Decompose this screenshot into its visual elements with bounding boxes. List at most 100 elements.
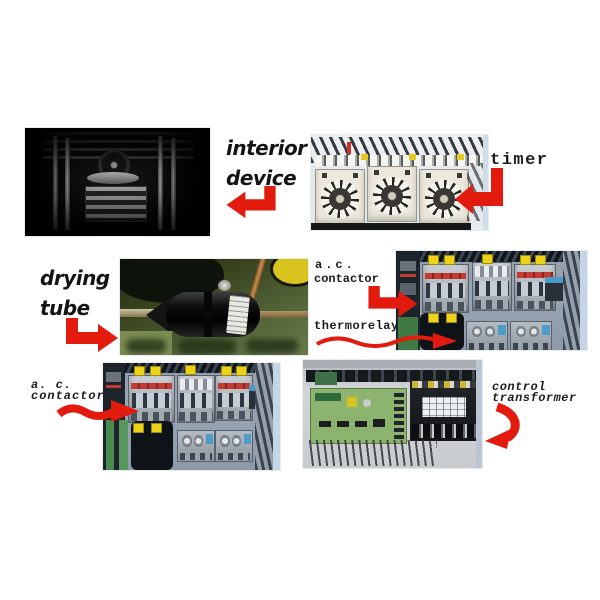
breaker-block bbox=[400, 283, 416, 295]
drying-tube-label-line2: tube bbox=[40, 296, 90, 320]
switch-levers bbox=[425, 282, 466, 298]
contactor-group bbox=[177, 375, 215, 423]
timer-arrow-icon bbox=[455, 168, 503, 214]
timer-photo bbox=[311, 135, 488, 230]
indicator-dot bbox=[374, 170, 379, 175]
yellow-marker bbox=[446, 313, 457, 323]
contactor-group bbox=[472, 262, 512, 311]
red-label-strip bbox=[517, 272, 553, 279]
vertical-rail bbox=[171, 138, 176, 230]
relay-dial bbox=[193, 435, 204, 447]
vertical-rail bbox=[65, 138, 70, 230]
yellow-marker bbox=[444, 255, 455, 265]
contact-screws bbox=[217, 410, 251, 419]
watermark-blur bbox=[246, 339, 298, 353]
pcb-strip bbox=[119, 420, 128, 470]
contactor-group bbox=[422, 264, 469, 313]
tube-label bbox=[226, 295, 250, 335]
ac-contactor-lower-label-line1: a. c. bbox=[31, 378, 73, 392]
red-wire-mark bbox=[347, 142, 351, 154]
pcb-terminal bbox=[315, 393, 341, 401]
indicator-dot bbox=[405, 170, 410, 175]
yellow-marker bbox=[428, 313, 439, 323]
red-mark bbox=[106, 385, 121, 388]
relay-dial bbox=[231, 435, 242, 447]
terminal-rows bbox=[474, 265, 510, 278]
drying-tube-arrow-icon bbox=[66, 318, 118, 352]
blue-selector bbox=[497, 324, 506, 335]
indicator-dot bbox=[322, 173, 327, 178]
timer-knob bbox=[329, 188, 351, 210]
circuit-board bbox=[310, 388, 407, 444]
pcb-edge bbox=[398, 317, 418, 350]
heat-exchanger-tubes bbox=[85, 186, 147, 222]
yellow-marker bbox=[133, 423, 144, 433]
breaker-block bbox=[106, 372, 121, 382]
switch-levers bbox=[180, 393, 212, 409]
flex-conduit bbox=[255, 363, 273, 470]
relay-dial bbox=[484, 326, 495, 338]
pcb-connector bbox=[394, 393, 404, 439]
blue-selector bbox=[243, 434, 251, 445]
ac-contactor-lower-label: a. c. contactor bbox=[31, 378, 105, 403]
cabinet-band bbox=[580, 251, 587, 350]
yellow-marker bbox=[151, 423, 162, 433]
indicator-dot bbox=[457, 173, 462, 178]
pcb-capacitor bbox=[363, 399, 371, 407]
thermal-relay bbox=[215, 430, 253, 462]
control-transformer-label: control transformer bbox=[492, 380, 577, 404]
relay-dial bbox=[471, 326, 483, 338]
red-label-strip bbox=[131, 383, 172, 390]
pcb-ic bbox=[319, 421, 331, 427]
yellow-marker bbox=[409, 154, 416, 160]
interior-device-label: interior device bbox=[226, 133, 307, 193]
control-transformer-label-line1: control bbox=[492, 380, 546, 394]
switch-levers bbox=[218, 392, 250, 407]
pcb-strip bbox=[106, 420, 114, 470]
switch-levers bbox=[517, 282, 553, 297]
relay-terminals bbox=[469, 343, 505, 350]
cabinet-edge bbox=[483, 135, 488, 230]
relay-dial bbox=[515, 326, 527, 338]
vertical-rail bbox=[53, 136, 58, 230]
thermal-relay bbox=[510, 321, 552, 350]
contact-screws bbox=[179, 412, 213, 421]
transformer-terminals-top bbox=[412, 381, 476, 388]
flex-conduit bbox=[563, 251, 580, 350]
relay-dial bbox=[182, 435, 192, 447]
control-transformer-arrow-icon bbox=[485, 403, 520, 449]
thermal-relay bbox=[177, 430, 215, 462]
switch-levers bbox=[475, 280, 509, 296]
yellow-marker bbox=[134, 366, 145, 376]
red-label-strip bbox=[425, 272, 466, 279]
ac-contactor-lower-label-line2: contactor bbox=[31, 389, 105, 403]
vignette bbox=[25, 128, 210, 236]
cabinet-band bbox=[273, 363, 280, 470]
relay-dial bbox=[220, 435, 230, 447]
contact-screws bbox=[516, 300, 554, 309]
drying-tube-label-line1: drying bbox=[40, 266, 110, 290]
pcb-ic bbox=[373, 419, 385, 427]
contact-screws bbox=[130, 412, 173, 421]
yellow-marker bbox=[221, 366, 232, 376]
interior-device-label-line1: interior bbox=[226, 136, 307, 160]
control-transformer-photo bbox=[303, 360, 482, 468]
fan-blade bbox=[87, 172, 139, 184]
aux-device bbox=[545, 277, 567, 301]
transformer-spec-label bbox=[422, 397, 466, 417]
bolt-fitting bbox=[218, 280, 231, 291]
panel-top bbox=[303, 360, 482, 368]
interior-device-photo bbox=[25, 128, 210, 236]
terminal-rows bbox=[179, 378, 213, 390]
ac-contactor-upper-label-line2: contactor bbox=[314, 272, 379, 286]
drying-tube-label: drying tube bbox=[40, 263, 110, 323]
yellow-marker bbox=[150, 366, 161, 376]
contactor-group bbox=[128, 375, 175, 423]
ac-contactor-upper-label-line1: a.c. bbox=[315, 258, 356, 272]
timer-label: timer bbox=[490, 151, 549, 170]
contactor-group bbox=[215, 375, 253, 421]
yellow-marker bbox=[236, 366, 247, 376]
cabinet-band bbox=[476, 360, 482, 468]
yellow-marker bbox=[482, 254, 493, 264]
